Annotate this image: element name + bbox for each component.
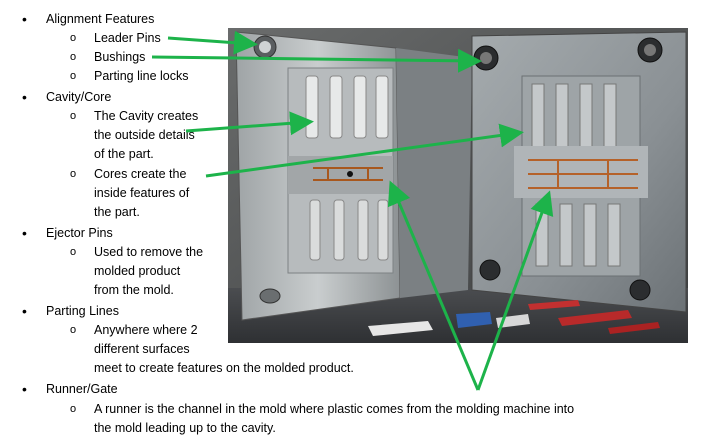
sub-cavity-line3: of the part. [94,147,154,161]
sub-cavity-line1: The Cavity creates [94,109,199,123]
sub-cavity-line2: the outside details [94,128,195,142]
core-insert [607,203,621,267]
item-alignment-features: Alignment Features [46,12,155,26]
sub-leader-pins: Leader Pins [94,31,161,45]
cavity-pin [375,75,389,139]
item-cavity-core: Cavity/Core [46,90,112,104]
sub-cores-line2: inside features of [94,186,190,200]
sprue-gate [347,171,353,177]
molded-part [608,322,660,334]
leader-pin-tip [259,41,271,53]
ejector-pin [357,199,369,261]
sub-ejector-line2: molded product [94,264,181,278]
sub-parting-line3: meet to create features on the molded pr… [94,361,354,375]
core-insert [579,83,593,155]
ejector-pin [333,199,345,261]
sub-bullet: o [70,403,77,415]
cavity-pin [329,75,343,139]
core-insert [555,83,569,155]
ejector-pin [309,199,321,261]
item-runner-gate: Runner/Gate [46,382,118,396]
sub-parting-line2: different surfaces [94,342,190,356]
sub-ejector-line1: Used to remove the [94,245,204,259]
runner-band [288,156,393,194]
sub-runner-line2: the mold leading up to the cavity. [94,421,276,435]
core-insert [531,83,545,155]
bullet-dot: • [22,303,27,319]
sub-bullet: o [70,110,77,122]
cavity-pin [305,75,319,139]
sub-bullet: o [70,32,77,44]
bullet-dot: • [22,381,27,397]
sub-bullet: o [70,51,77,63]
bushing [479,259,501,281]
core-insert [535,203,549,267]
sub-ejector-line3: from the mold. [94,283,174,297]
bushing-hole [644,44,656,56]
leader-pin-bottom [259,288,281,304]
item-parting-lines: Parting Lines [46,304,119,318]
bullet-dot: • [22,225,27,241]
core-insert [603,83,617,155]
ejector-pin [377,199,389,261]
sub-bushings: Bushings [94,50,146,64]
left-mold-side [396,48,472,298]
sub-parting-line-locks: Parting line locks [94,69,189,83]
bushing-hole [480,52,492,64]
bushing [629,279,651,301]
sub-parting-line1: Anywhere where 2 [94,323,198,337]
mold-photo [228,28,688,343]
sub-cores-line1: Cores create the [94,167,187,181]
core-insert [559,203,573,267]
molded-part [558,310,632,326]
runner-block [514,146,648,198]
sub-bullet: o [70,70,77,82]
sub-runner-line1: A runner is the channel in the mold wher… [94,402,575,416]
core-insert [583,203,597,267]
sub-bullet: o [70,246,77,258]
item-ejector-pins: Ejector Pins [46,226,113,240]
bullet-dot: • [22,89,27,105]
runner-channels [528,159,638,189]
sub-cores-line3: the part. [94,205,140,219]
bullet-dot: • [22,11,27,27]
sub-bullet: o [70,324,77,336]
cavity-pin [353,75,367,139]
sub-bullet: o [70,168,77,180]
